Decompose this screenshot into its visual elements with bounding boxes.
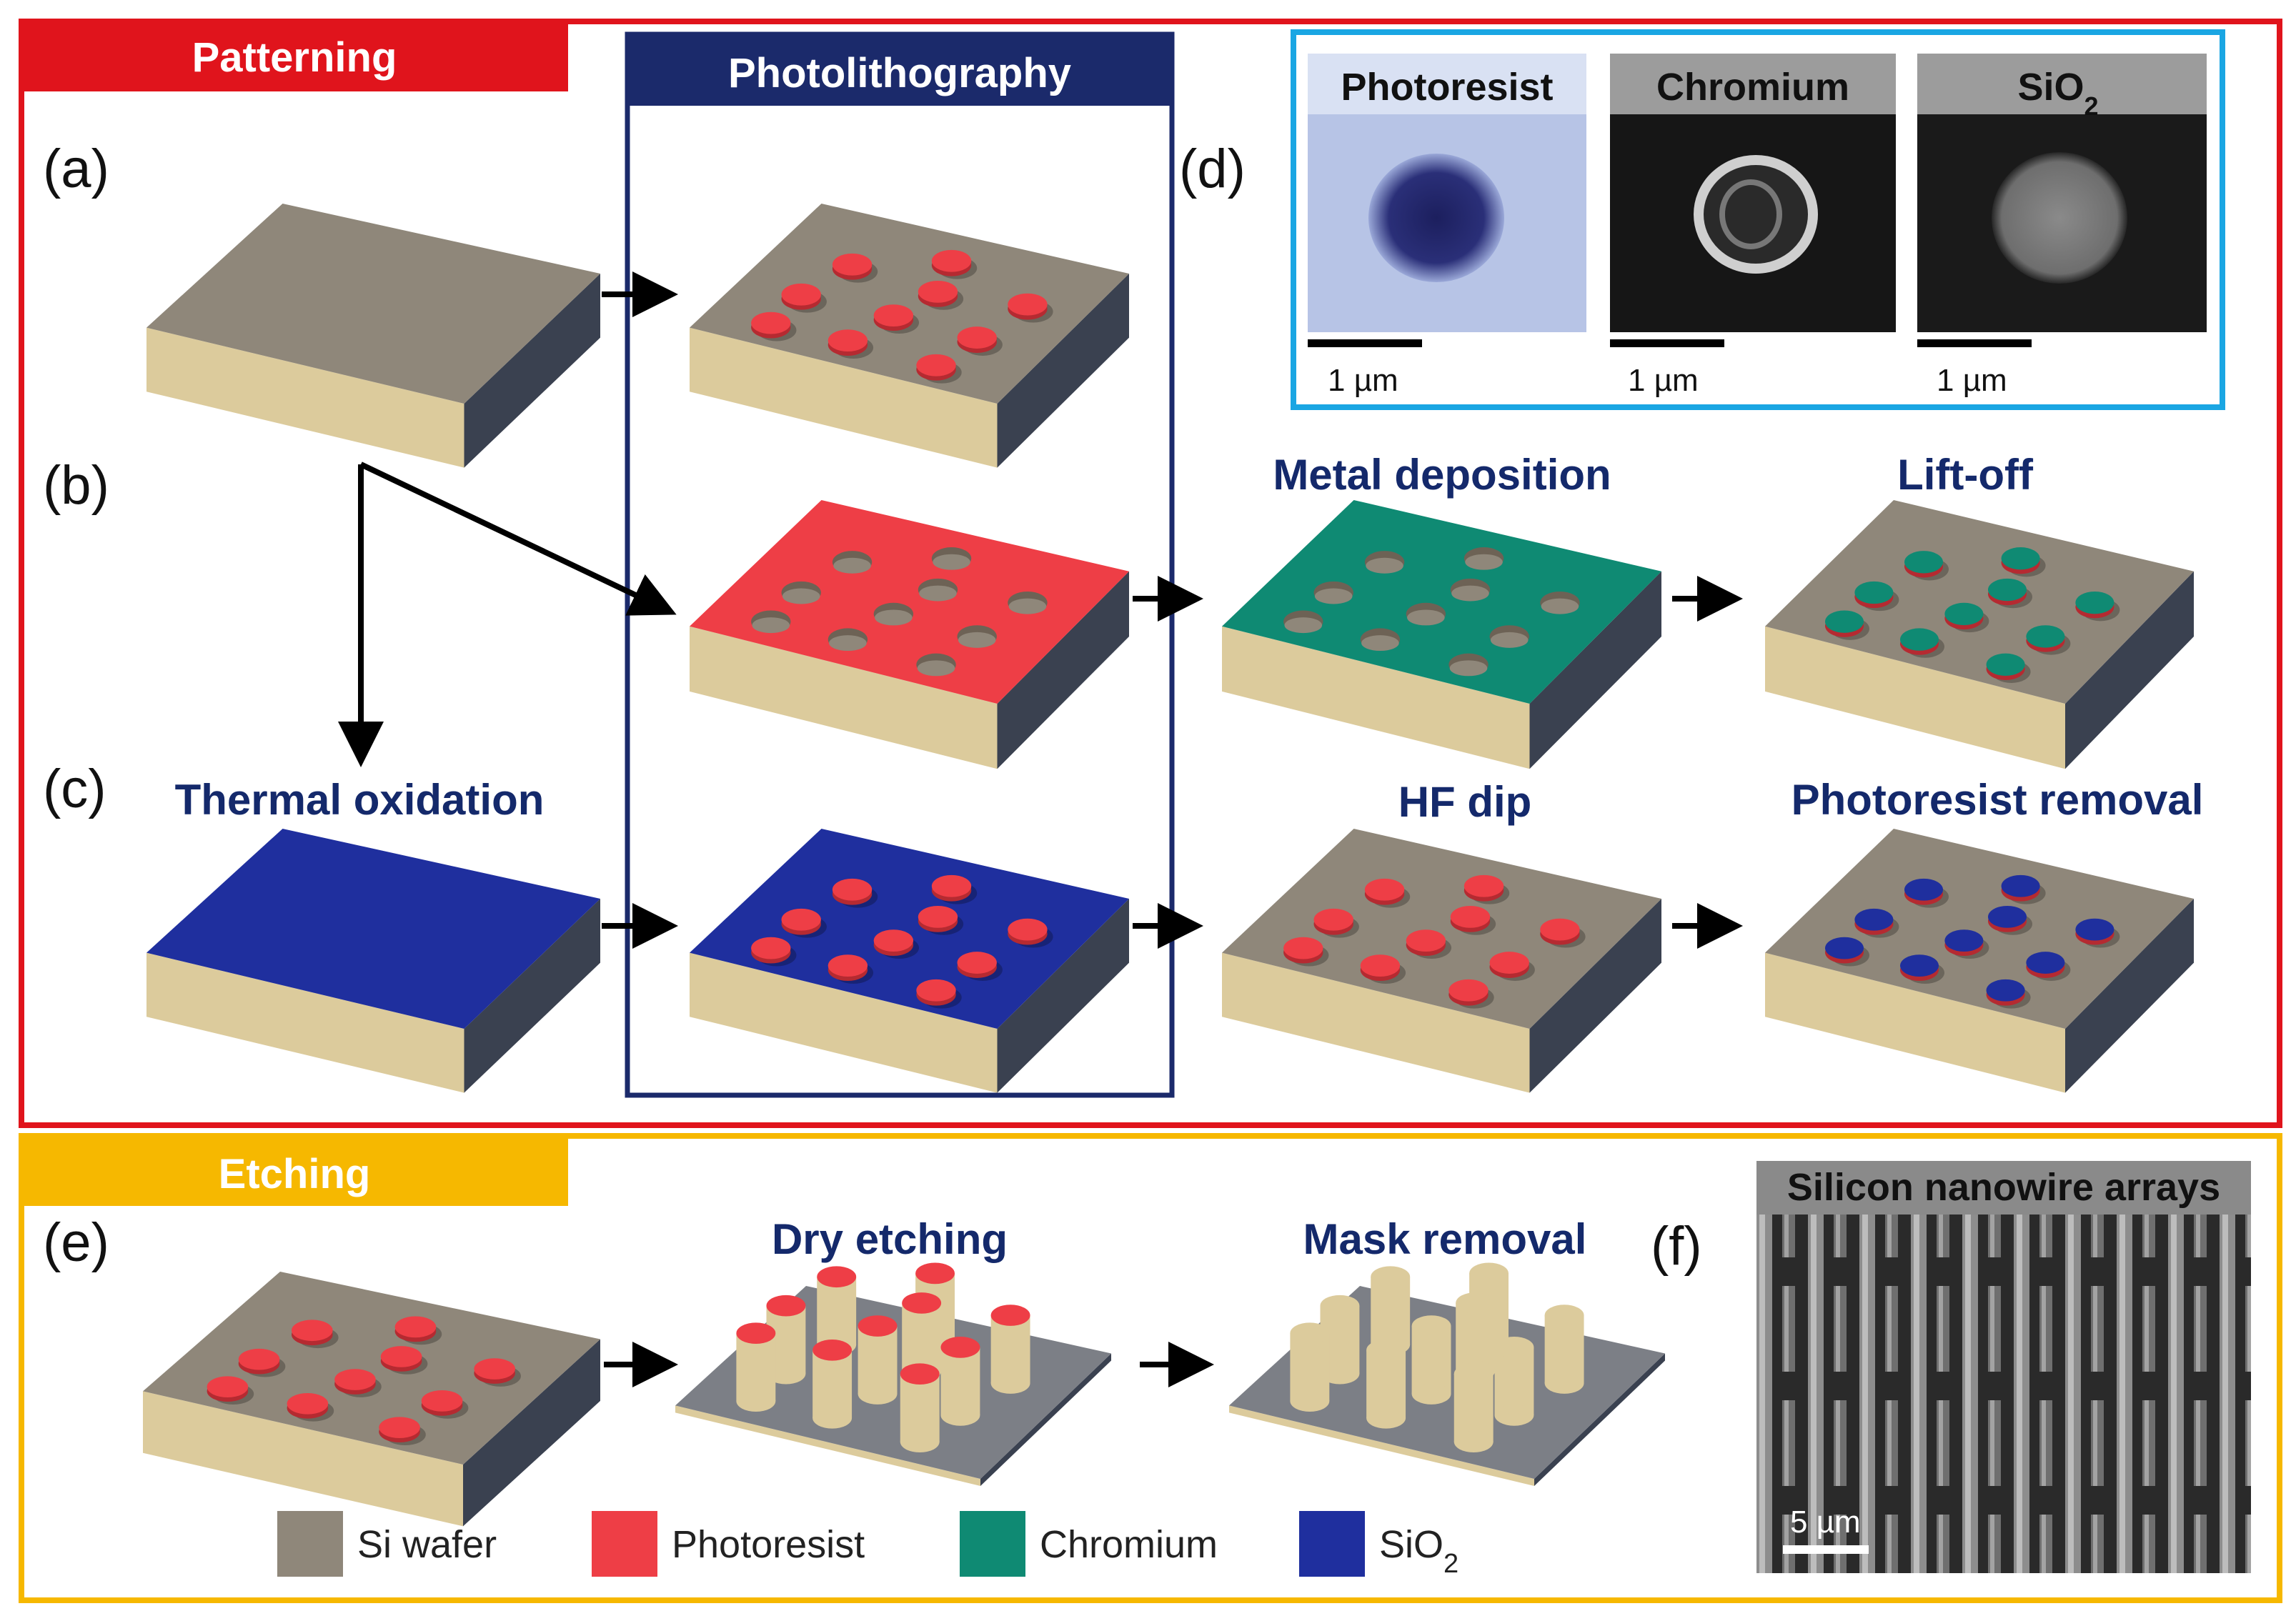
- wafer-chromium-deposited: [1222, 500, 1661, 769]
- legend-swatch-photoresist: [592, 1511, 657, 1577]
- wafer-oxide-photoresist-dots: [690, 829, 1129, 1093]
- micrograph-chromium-title: Chromium: [1656, 66, 1849, 109]
- wafer-si-bare: [146, 204, 600, 468]
- micrograph-nanowires-scale: 5 µm: [1790, 1505, 1861, 1540]
- legend-chromium: Chromium: [1040, 1523, 1218, 1566]
- legend-sio2: SiO2: [1379, 1523, 1458, 1579]
- micrograph-nanowires-title: Silicon nanowire arrays: [1787, 1166, 2220, 1209]
- panel-label-f: (f): [1651, 1216, 1702, 1277]
- wafer-hf-dip: [1222, 829, 1661, 1093]
- step-mask-removal: Mask removal: [1303, 1215, 1587, 1263]
- legend-swatch-chromium: [960, 1511, 1025, 1577]
- wafer-illustrations: [143, 204, 2194, 1527]
- micrograph-photoresist-scale: 1 µm: [1328, 363, 1398, 398]
- etching-frame: [19, 1133, 2282, 1603]
- photolithography-title: Photolithography: [728, 50, 1071, 96]
- panel-d-frame: [1291, 29, 2225, 410]
- wafer-photoresist-holes: [690, 500, 1129, 769]
- step-lift-off: Lift-off: [1897, 451, 2034, 499]
- micrograph-sio2-scale: 1 µm: [1937, 363, 2007, 398]
- wafer-sio2-dots: [1765, 829, 2194, 1093]
- wafer-etch-start: [143, 1272, 600, 1527]
- wafer-chromium-dots: [1765, 500, 2194, 769]
- wafer-mask-removed: [1229, 1262, 1665, 1486]
- legend-si-wafer: Si wafer: [357, 1523, 497, 1566]
- step-metal-deposition: Metal deposition: [1273, 451, 1611, 499]
- wafer-thermal-oxide: [146, 829, 600, 1093]
- panel-label-a: (a): [43, 139, 109, 199]
- etching-header: [21, 1136, 568, 1206]
- etching-title: Etching: [219, 1151, 371, 1197]
- panel-label-d: (d): [1179, 139, 1246, 199]
- panel-label-c: (c): [43, 759, 106, 819]
- micrograph-photoresist-title: Photoresist: [1341, 66, 1553, 109]
- patterning-title: Patterning: [192, 34, 397, 81]
- photolithography-header: [627, 34, 1172, 106]
- panel-label-e: (e): [43, 1212, 109, 1273]
- arrow-b-diagonal: [359, 462, 677, 616]
- step-thermal-oxidation: Thermal oxidation: [175, 776, 545, 824]
- panel-label-b: (b): [43, 455, 109, 516]
- wafer-photoresist-dots: [690, 204, 1129, 468]
- legend-swatch-si-wafer: [277, 1511, 343, 1577]
- micrograph-sio2-title: SiO2: [2017, 66, 2098, 121]
- micrograph-sio2: SiO2 1 µm: [1917, 54, 2207, 398]
- process-arrows: [338, 271, 1743, 1387]
- legend-photoresist: Photoresist: [672, 1523, 865, 1566]
- legend: Si wafer Photoresist Chromium SiO2: [277, 1511, 1458, 1579]
- patterning-header: [21, 21, 568, 91]
- step-dry-etching: Dry etching: [772, 1215, 1008, 1263]
- step-photoresist-removal: Photoresist removal: [1791, 776, 2204, 824]
- micrograph-nanowires: Silicon nanowire arrays 5 µm: [1756, 1161, 2251, 1573]
- legend-swatch-sio2: [1299, 1511, 1365, 1577]
- step-hf-dip: HF dip: [1398, 778, 1532, 826]
- micrograph-photoresist: Photoresist 1 µm: [1308, 54, 1586, 398]
- wafer-dry-etched: [675, 1262, 1111, 1486]
- micrograph-chromium-scale: 1 µm: [1628, 363, 1699, 398]
- micrograph-chromium: Chromium 1 µm: [1610, 54, 1896, 398]
- patterning-frame: [19, 19, 2282, 1128]
